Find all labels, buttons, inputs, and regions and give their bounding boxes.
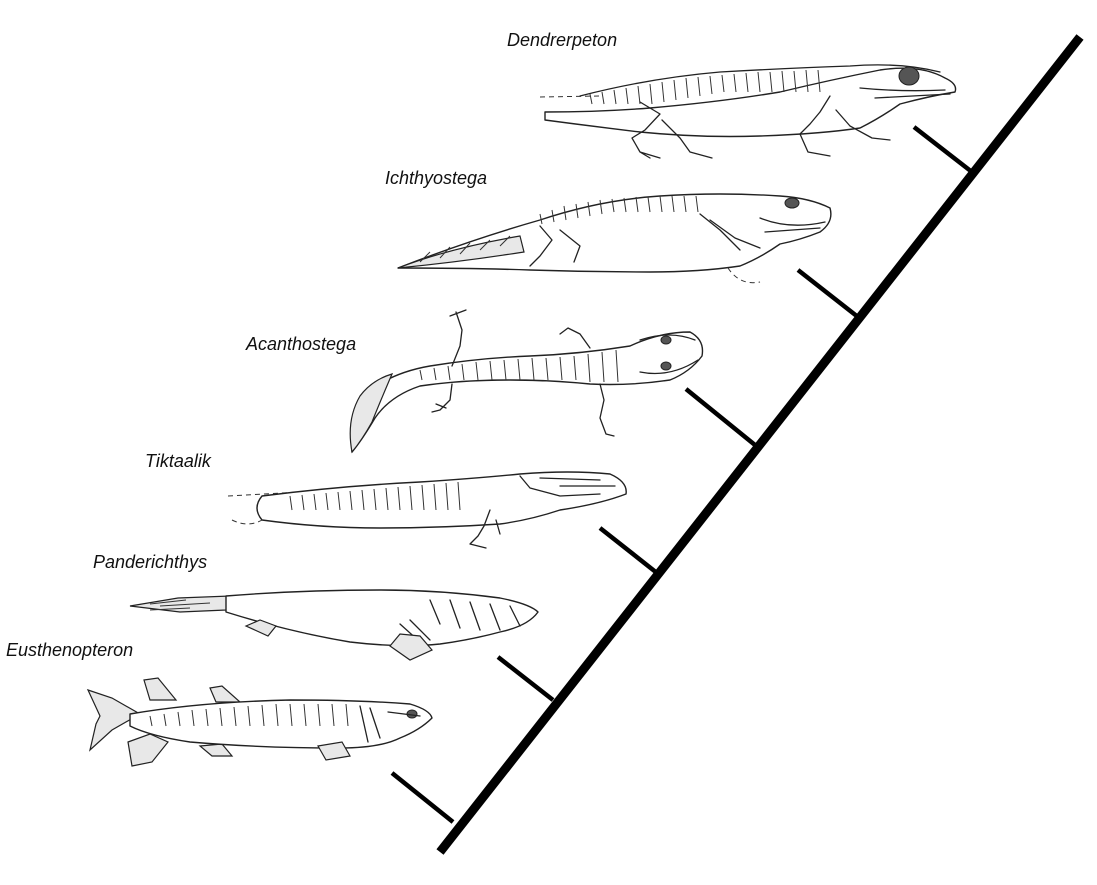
acanthostega-drawing (349, 309, 704, 454)
label-dendrerpeton: Dendrerpeton (507, 30, 618, 50)
branch-ichthyostega (796, 268, 860, 319)
label-tiktaalik: Tiktaalik (145, 451, 211, 471)
cladogram-trunk (436, 34, 1084, 855)
branch-dendrerpeton (912, 125, 974, 174)
dendrerpeton-drawing (539, 64, 957, 159)
label-eusthenopteron: Eusthenopteron (6, 640, 134, 660)
label-ichthyostega: Ichthyostega (385, 168, 488, 188)
branch-tiktaalik (598, 526, 659, 575)
panderichthys-drawing (129, 589, 539, 661)
label-panderichthys: Panderichthys (93, 552, 208, 572)
ichthyostega-drawing (397, 193, 832, 284)
branch-eusthenopteron (390, 771, 455, 824)
branch-acanthostega (684, 387, 757, 447)
label-acanthostega: Acanthostega (246, 334, 357, 354)
tiktaalik-drawing (227, 471, 627, 549)
eusthenopteron-drawing (86, 677, 433, 767)
branch-panderichthys (496, 655, 555, 702)
